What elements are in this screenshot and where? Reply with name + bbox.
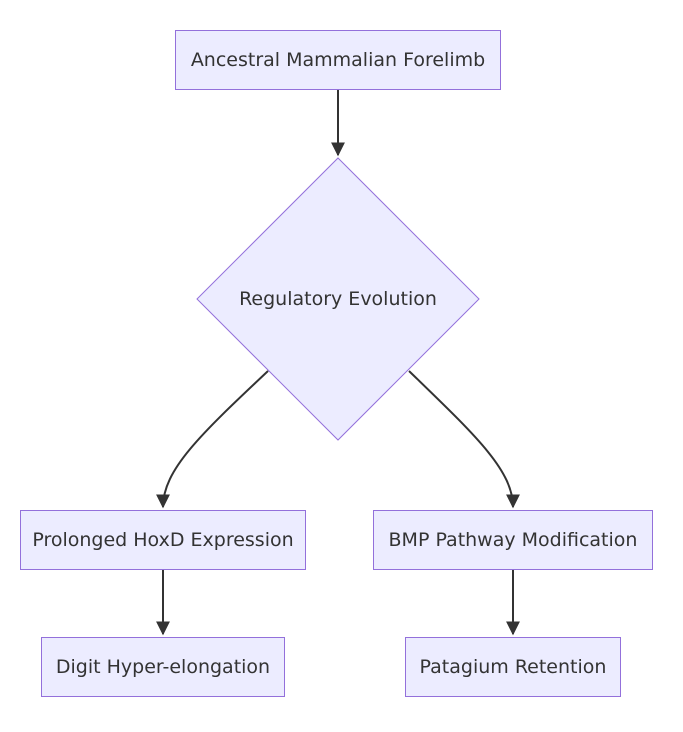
decision-label: Regulatory Evolution xyxy=(239,288,437,310)
right-leaf-node: Patagium Retention xyxy=(405,637,621,697)
decision-diamond xyxy=(196,157,480,441)
right-branch-node: BMP Pathway Modification xyxy=(373,510,653,570)
left-branch-node: Prolonged HoxD Expression xyxy=(20,510,306,570)
edge-decision-to-right-branch xyxy=(408,370,520,509)
edge-decision-to-left-branch xyxy=(156,370,269,509)
root-node: Ancestral Mammalian Forelimb xyxy=(175,30,501,90)
left-leaf-node: Digit Hyper-elongation xyxy=(41,637,285,697)
